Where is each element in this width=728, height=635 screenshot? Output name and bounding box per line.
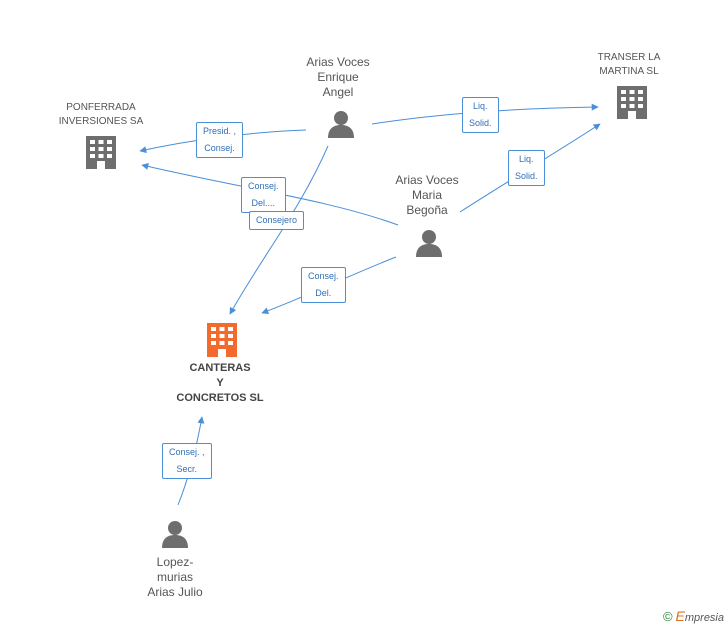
person-icon <box>162 521 188 548</box>
person-icon <box>416 230 442 257</box>
node-label-transer[interactable]: TRANSER LA MARTINA SL <box>597 52 661 77</box>
node-label-ponferrada[interactable]: PONFERRADA INVERSIONES SA <box>58 102 144 127</box>
edge-label-liq-solid[interactable]: Liq.Solid. <box>462 97 499 133</box>
building-icon <box>86 136 116 169</box>
footer-brand: ©Empresia <box>663 608 724 624</box>
edge-label-consej-del[interactable]: Consej.Del.... <box>241 177 286 213</box>
building-icon <box>617 86 647 119</box>
node-label-enrique[interactable]: Arias Voces Enrique Angel <box>306 55 370 99</box>
main-building-icon <box>207 323 237 357</box>
edge-label-consej-secr[interactable]: Consej. ,Secr. <box>162 443 212 479</box>
edge-label-liq-solid[interactable]: Liq.Solid. <box>508 150 545 186</box>
edge-enrique-canteras <box>229 145 329 315</box>
node-label-begona[interactable]: Arias Voces Maria Begoña <box>395 173 459 217</box>
copyright-icon: © <box>662 609 673 624</box>
edge-label-presid-consej[interactable]: Presid. ,Consej. <box>196 122 244 158</box>
node-label-julio[interactable]: Lopez- murias Arias Julio <box>147 555 203 599</box>
node-label-canteras[interactable]: CANTERAS Y CONCRETOS SL <box>176 362 264 404</box>
edge-label-consej-del[interactable]: Consej.Del. <box>301 267 346 303</box>
person-icon <box>328 111 354 138</box>
edge-label-consejero[interactable]: Consejero <box>249 211 305 230</box>
brand-logo: Empresia <box>675 608 724 624</box>
